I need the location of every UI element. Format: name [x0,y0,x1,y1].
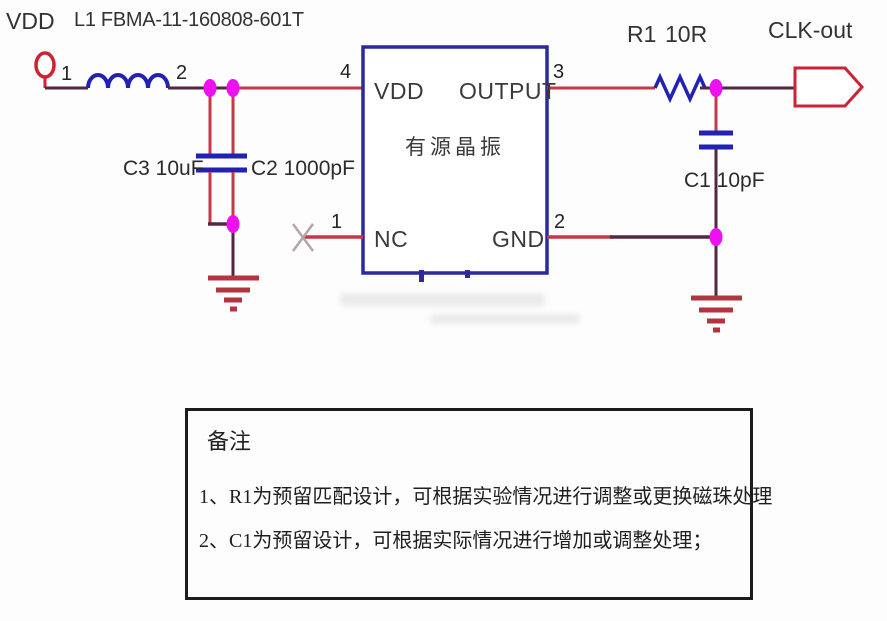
capacitor-c1-label: C1 10pF [684,169,765,192]
l1-pin-2-number: 2 [176,62,188,84]
junction-dot [709,79,723,97]
resistor-r1-ref: R1 [627,21,657,47]
clk-out-net-label: CLK-out [768,17,853,43]
no-connect-cross-icon [291,223,315,252]
chip-bottom-tick-1 [419,270,424,282]
junction-dots [203,79,723,246]
resistor-r1-symbol [653,72,707,104]
chip-bottom-tick-2 [465,270,470,278]
erased-watermark [340,293,545,306]
chip-pin-gnd-label: GND [492,226,545,252]
notes-box: 备注 1、R1为预留匹配设计，可根据实验情况进行调整或更换磁珠处理 2、C1为预… [185,408,772,600]
l1-pin-1-number: 1 [61,63,73,85]
chip-pin-nc-label: NC [374,226,409,252]
capacitor-c3-label: C3 10uF [123,157,204,180]
chip-pin-3-number: 3 [553,61,565,83]
junction-dot [226,79,240,97]
chip-pin-2-number: 2 [554,211,566,233]
chip-pin-vdd-label: VDD [374,78,425,104]
junction-dot [709,228,723,246]
capacitor-c2-label: C2 1000pF [251,157,355,180]
vdd-net-label: VDD [6,8,55,34]
ground-symbol-right [691,295,742,333]
erased-watermark [430,314,580,324]
clk-out-port-icon [793,66,865,108]
vdd-terminal-icon [34,51,56,79]
junction-dot [226,215,240,233]
note-item-2: 2、C1为预留设计，可根据实际情况进行增加或调整处理； [199,530,713,552]
resistor-r1-value: 10R [665,21,708,47]
junction-dot [203,79,217,97]
chip-pin-output-label: OUTPUT [459,78,557,104]
inductor-l1-label: L1 FBMA-11-160808-601T [74,9,304,31]
note-item-1: 1、R1为预留匹配设计，可根据实验情况进行调整或更换磁珠处理 [199,486,773,508]
oscillator-body [361,45,549,275]
chip-title: 有源晶振 [405,136,505,159]
inductor-l1-symbol [86,73,170,89]
chip-pin-1-number: 1 [331,211,343,233]
ground-symbol-left [208,275,259,312]
notes-heading: 备注 [207,429,252,454]
chip-pin-4-number: 4 [340,61,352,83]
